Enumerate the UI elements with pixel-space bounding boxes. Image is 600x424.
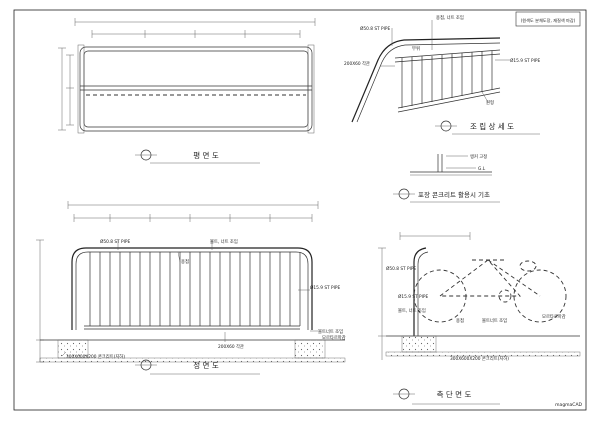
watermark: magmaCAD [555,402,582,408]
svg-text:300X600X200 콘크리트(지하): 300X600X200 콘크리트(지하) [66,353,125,360]
svg-text:모르타르마감: 모르타르마감 [542,313,566,320]
svg-text:모르타르마감: 모르타르마감 [322,334,346,341]
front-bars [89,252,301,326]
svg-text:앵커 고정: 앵커 고정 [470,153,487,160]
foundation-title: 포장 콘크리트 활용시 기초 [418,190,490,199]
svg-text:용접: 용접 [456,317,464,324]
front-view: Ø50.8 ST PIPE 볼트, 너트 조임 용접 Ø15.9 ST PIPE… [36,201,346,375]
svg-text:볼트너트 조임: 볼트너트 조임 [318,328,343,335]
svg-text:볼트, 너트 조임: 볼트, 너트 조임 [398,307,426,314]
note-box [515,11,581,27]
side-title: 측 단 면 도 [437,389,472,399]
plan-view: 평 면 도 [58,18,316,164]
svg-text:Ø15.9 ST PIPE: Ø15.9 ST PIPE [510,57,540,64]
foundation-view: 앵커 고정 G.L 포장 콘크리트 활용시 기초 [393,153,500,203]
note-box-text: (원색도 분체도장, 재질색 마감) [521,17,576,24]
detail-bars [401,51,493,108]
svg-text:Ø50.8 ST PIPE: Ø50.8 ST PIPE [386,265,416,272]
bicycle-outline [413,259,567,323]
svg-text:Ø50.8 ST PIPE: Ø50.8 ST PIPE [100,238,130,245]
svg-text:용접, 너트 조임: 용접, 너트 조임 [436,14,464,21]
svg-text:G.L: G.L [478,166,486,172]
svg-text:용접: 용접 [181,258,189,265]
svg-text:부위: 부위 [412,45,420,52]
svg-text:300X600X200 콘크리트(지하): 300X600X200 콘크리트(지하) [450,355,509,362]
svg-text:Ø15.9 ST PIPE: Ø15.9 ST PIPE [310,284,340,291]
svg-text:Ø15.9 ST PIPE: Ø15.9 ST PIPE [398,293,428,300]
side-section-view: Ø50.8 ST PIPE Ø15.9 ST PIPE 볼트, 너트 조임 용접… [378,232,581,405]
svg-text:원형: 원형 [486,99,494,106]
svg-text:200X60 각관: 200X60 각관 [218,343,244,350]
svg-text:Ø50.8 ST PIPE: Ø50.8 ST PIPE [360,25,390,32]
svg-text:200X60 각관: 200X60 각관 [344,60,370,67]
plan-title: 평 면 도 [193,150,219,160]
svg-text:볼트, 너트 조임: 볼트, 너트 조임 [210,238,238,245]
detail-view: (원색도 분체도장, 재질색 마감) Ø50.8 ST PIPE 용접, 너트 … [344,11,581,135]
svg-text:볼트너트 조임: 볼트너트 조임 [482,317,507,324]
sheet-border [13,9,587,411]
detail-title: 조 립 상 세 도 [470,121,514,131]
front-title: 정 면 도 [193,360,219,370]
